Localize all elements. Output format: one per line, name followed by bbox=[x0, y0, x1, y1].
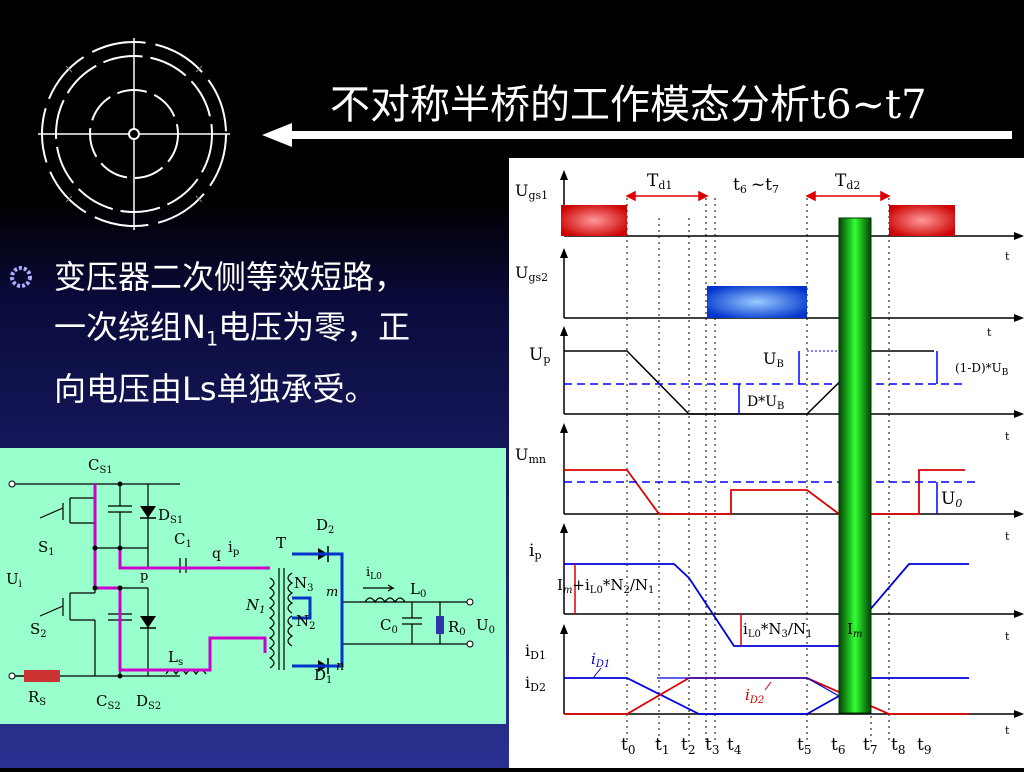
label-c0: C0 bbox=[380, 616, 398, 636]
up-waveform bbox=[564, 350, 934, 415]
id1-curve-label: iD1 bbox=[591, 650, 610, 670]
label-cs1: CS1 bbox=[88, 456, 113, 476]
time-tick-label: t4 bbox=[727, 735, 742, 757]
crosshair-logo bbox=[38, 38, 230, 230]
axis-t-4: t bbox=[1005, 530, 1010, 543]
time-tick-label: t9 bbox=[917, 735, 931, 757]
axis-t-1: t bbox=[1005, 250, 1010, 263]
label-cs2: CS2 bbox=[96, 692, 121, 712]
label-t: T bbox=[276, 534, 286, 552]
d-ub-label: D*UB bbox=[747, 394, 784, 412]
time-tick-label: t0 bbox=[621, 735, 635, 757]
bullet-line-3: 向电压由Ls单独承受。 bbox=[54, 370, 377, 409]
label-n2: N2 bbox=[296, 612, 316, 632]
umn-waveform bbox=[564, 469, 965, 515]
slide-title: 不对称半桥的工作模态分析t6~t7 bbox=[330, 82, 927, 128]
waveform-diagram: Ugs1 Ugs2 Up Umn ip iD1 iD2 Td1 t6~t7 Td… bbox=[509, 158, 1024, 768]
time-tick-label: t3 bbox=[705, 735, 719, 757]
t6-t7-highlight bbox=[838, 217, 872, 714]
label-ls: Ls bbox=[168, 648, 183, 668]
ugs1-label: Ugs1 bbox=[515, 181, 548, 202]
umn-label: Umn bbox=[515, 445, 546, 466]
label-r0: R0 bbox=[448, 618, 466, 638]
label-l0: L0 bbox=[410, 580, 426, 600]
axis-t-5: t bbox=[1005, 630, 1010, 643]
axis-t-6: t bbox=[1005, 724, 1010, 737]
title-arrow-icon bbox=[262, 123, 1012, 147]
label-ds1: DS1 bbox=[158, 506, 183, 526]
id2-curve-label: iD2 bbox=[745, 686, 764, 706]
id1-waveform bbox=[564, 677, 969, 715]
label-ip: ip bbox=[228, 538, 239, 558]
bullet-line-2: 一次绕组N1电压为零，正 bbox=[54, 308, 411, 351]
ugs2-label: Ugs2 bbox=[515, 263, 548, 284]
ugs1-pulse-2 bbox=[889, 205, 955, 236]
label-p: p bbox=[140, 569, 148, 584]
label-n: n bbox=[336, 659, 344, 674]
label-s1: S1 bbox=[38, 538, 55, 558]
time-tick-label: t5 bbox=[797, 735, 811, 757]
ub-label: UB bbox=[763, 349, 784, 370]
label-n3: N3 bbox=[294, 574, 314, 594]
up-label: Up bbox=[529, 345, 550, 366]
td1-label: Td1 bbox=[647, 171, 672, 192]
ugs2-pulse bbox=[707, 286, 807, 318]
axis-t-3: t bbox=[1005, 430, 1010, 443]
label-s2: S2 bbox=[30, 620, 47, 640]
bullet-text-area: 变压器二次侧等效短路， 一次绕组N1电压为零，正 向电压由Ls单独承受。 bbox=[10, 252, 505, 414]
ugs1-pulse-1 bbox=[561, 205, 627, 236]
il0-n3-label: iL0*N3/N1 bbox=[743, 620, 812, 640]
bullet-line-1: 变压器二次侧等效短路， bbox=[54, 258, 407, 296]
im-il0-label: Im+iL0*N2/N1 bbox=[557, 576, 654, 596]
label-rs: RS bbox=[28, 688, 46, 708]
label-d2: D2 bbox=[316, 516, 334, 536]
u0-label: U0 bbox=[941, 489, 962, 510]
time-tick-label: t2 bbox=[681, 735, 695, 757]
circuit-diagram: CS1 DS1 S1 C1 q ip T D2 Ui p N3 m iL0 L0… bbox=[0, 448, 506, 724]
id1-label: iD1 bbox=[525, 641, 546, 662]
time-tick-label: t6 bbox=[831, 735, 845, 757]
id2-label: iD2 bbox=[525, 673, 546, 694]
label-u0: U0 bbox=[476, 616, 495, 636]
td2-label: Td2 bbox=[835, 171, 860, 192]
label-d1: D1 bbox=[314, 666, 332, 686]
label-n1: N1 bbox=[245, 596, 266, 616]
label-il0: iL0 bbox=[366, 565, 382, 582]
im-label: Im bbox=[847, 620, 862, 640]
one-minus-d-ub-label: (1-D)*UB bbox=[955, 361, 1009, 378]
label-c1: C1 bbox=[174, 530, 192, 550]
axis-t-2: t bbox=[987, 326, 992, 339]
ip-label: ip bbox=[529, 541, 541, 562]
label-m: m bbox=[326, 585, 338, 600]
label-ds2: DS2 bbox=[136, 692, 161, 712]
id2-waveform bbox=[564, 677, 969, 715]
label-q: q bbox=[212, 546, 221, 562]
time-tick-label: t1 bbox=[655, 735, 669, 757]
label-ui: Ui bbox=[6, 570, 22, 590]
time-tick-label: t7 bbox=[863, 735, 877, 757]
time-tick-label: t8 bbox=[891, 735, 905, 757]
t6-t7-label: t6~t7 bbox=[733, 175, 779, 196]
bullet-ring-icon bbox=[10, 266, 32, 288]
ip-waveform bbox=[564, 563, 969, 647]
